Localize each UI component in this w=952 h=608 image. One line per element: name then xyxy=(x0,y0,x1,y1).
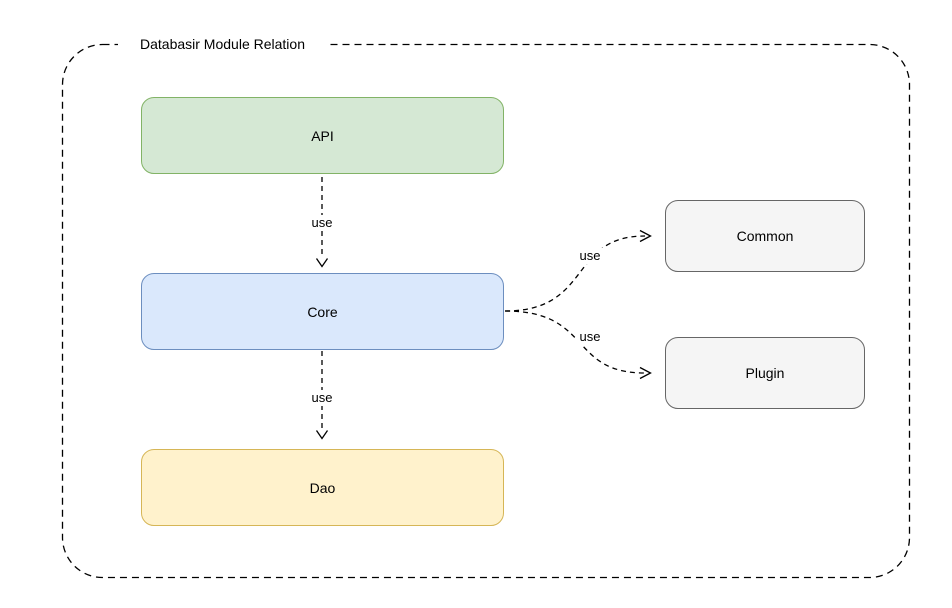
node-dao: Dao xyxy=(141,449,504,526)
node-common: Common xyxy=(665,200,865,272)
arrowhead-down-icon xyxy=(315,258,329,268)
node-core: Core xyxy=(141,273,504,350)
edge-core-common xyxy=(504,229,652,312)
node-plugin: Plugin xyxy=(665,337,865,409)
edge-label-core-common: use xyxy=(576,248,604,264)
arrowhead-right-icon xyxy=(639,229,652,243)
edge-label-core-plugin: use xyxy=(576,329,604,345)
arrowhead-down-icon xyxy=(315,430,329,440)
arrowhead-right-icon xyxy=(639,366,652,380)
diagram-title: Databasir Module Relation xyxy=(118,35,327,53)
node-api: API xyxy=(141,97,504,174)
edge-label-api-core: use xyxy=(308,215,336,231)
group-container-border xyxy=(61,43,911,579)
edge-label-core-dao: use xyxy=(308,390,336,406)
